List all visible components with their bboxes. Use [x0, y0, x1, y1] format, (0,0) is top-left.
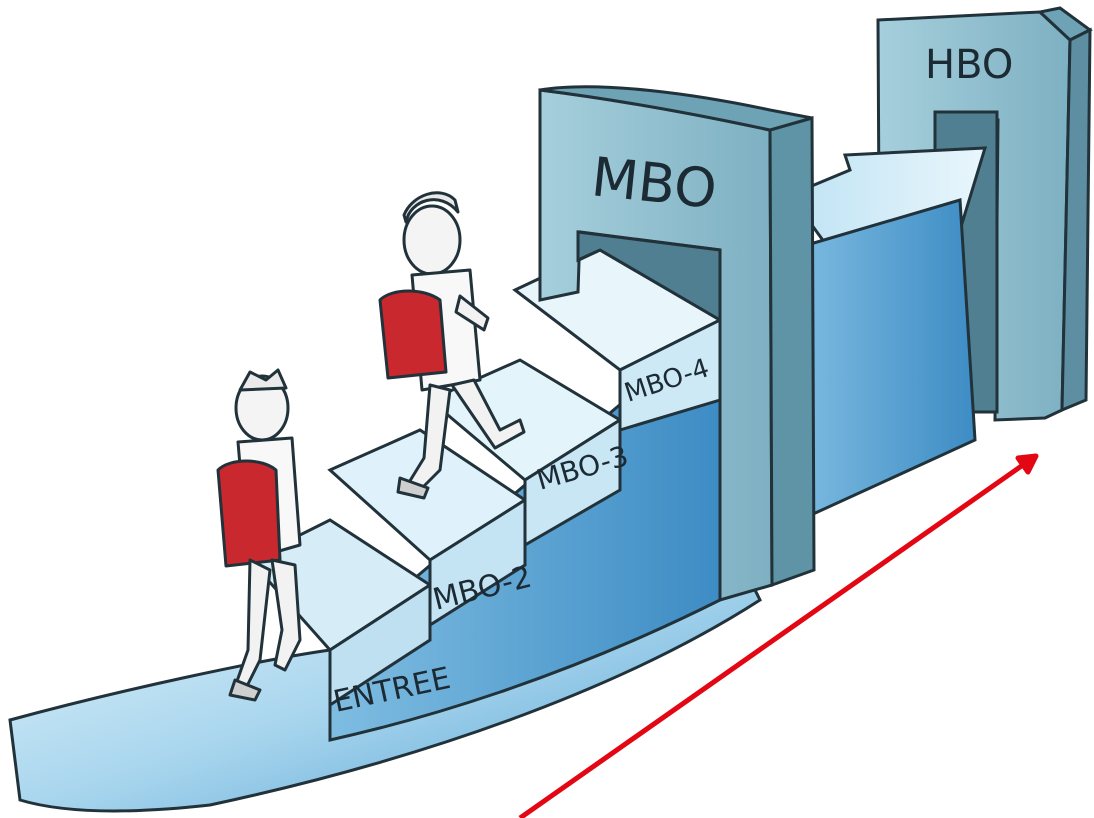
- mbo-label: MBO: [589, 145, 720, 221]
- student-figure-upper: [378, 191, 526, 500]
- student-figure-lower: [216, 368, 302, 702]
- steps: ENTREE MBO-2 MBO-3 MBO-4: [247, 248, 724, 720]
- path-arrow: [787, 146, 988, 523]
- hbo-label: HBO: [925, 42, 1013, 88]
- red-arrow: [518, 453, 1039, 818]
- mbo-gate: MBO: [538, 85, 816, 602]
